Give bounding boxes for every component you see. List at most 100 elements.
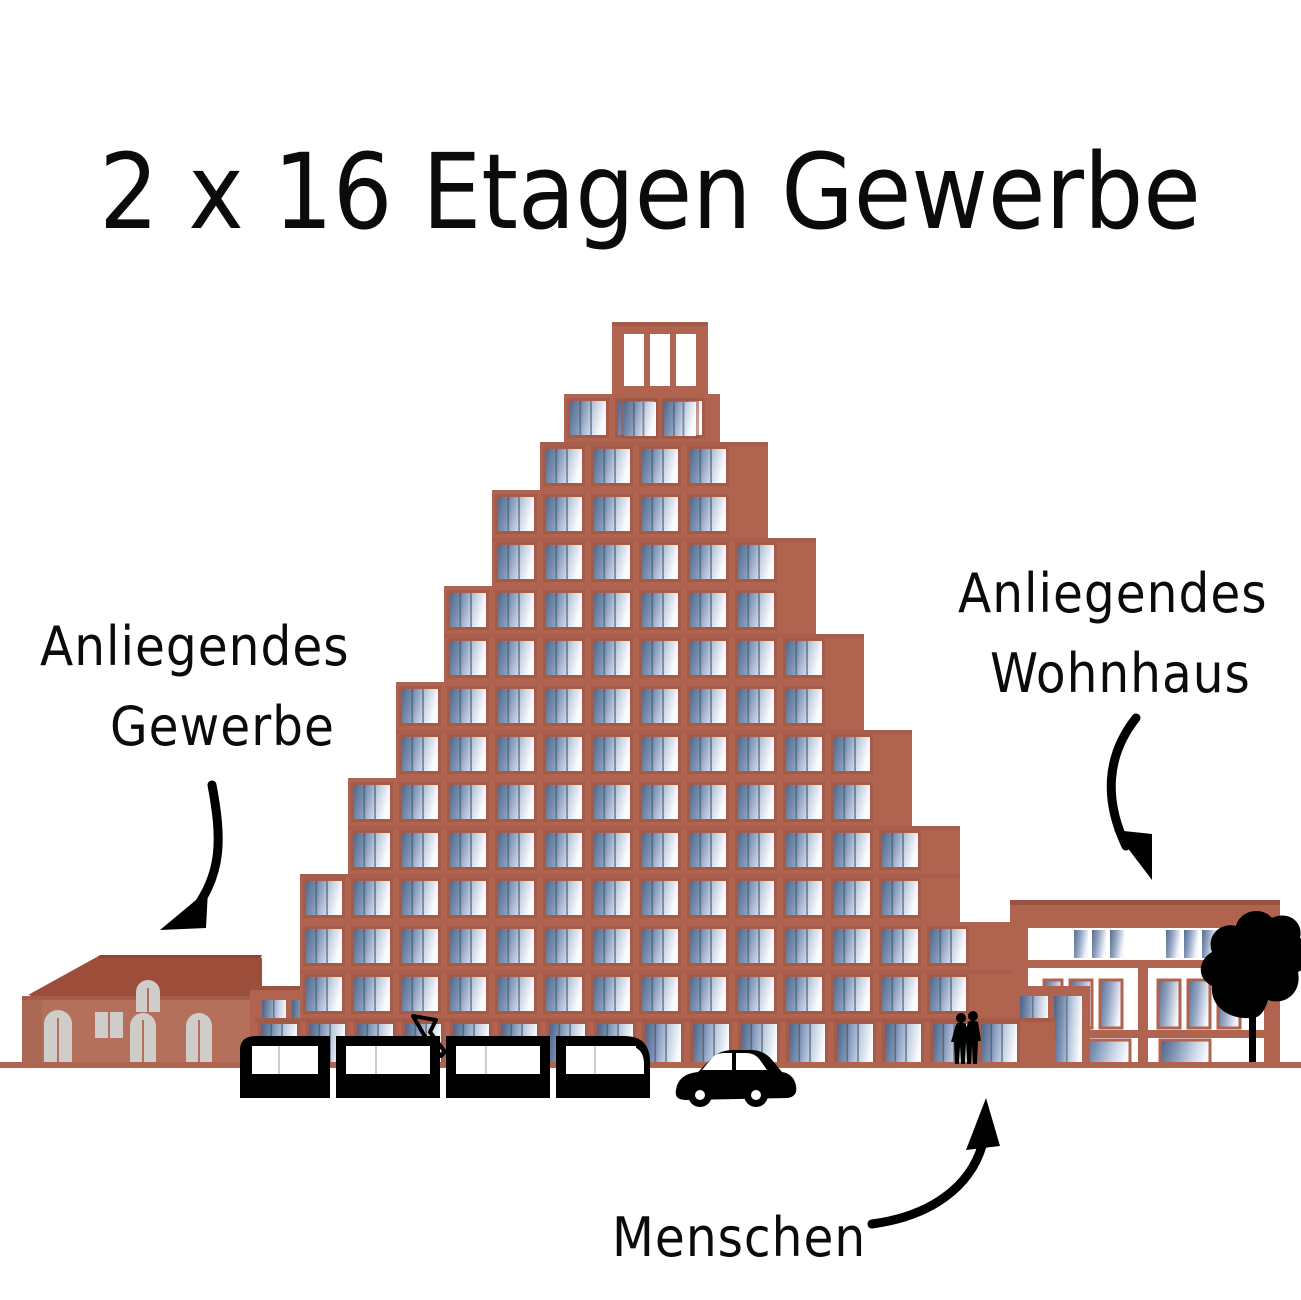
window-mullion bbox=[651, 497, 654, 531]
window-mullion bbox=[713, 1024, 715, 1064]
window-mullion bbox=[470, 593, 472, 627]
tower-window bbox=[690, 497, 726, 531]
window-mullion bbox=[518, 593, 520, 627]
window-mullion bbox=[758, 977, 760, 1011]
window-mullion bbox=[710, 449, 712, 483]
tower-window bbox=[738, 545, 774, 579]
window-mullion bbox=[603, 977, 606, 1011]
window-mullion bbox=[555, 497, 558, 531]
stepped-tower-gewerbe bbox=[255, 322, 1055, 1067]
window-mullion bbox=[459, 641, 462, 675]
tower-window bbox=[690, 833, 726, 867]
window-mullion bbox=[747, 833, 750, 867]
window-mullion bbox=[942, 1024, 945, 1064]
tower-window bbox=[450, 689, 486, 723]
window-mullion bbox=[518, 785, 520, 819]
window-mullion bbox=[459, 833, 462, 867]
window-mullion bbox=[747, 737, 750, 771]
tower-window bbox=[642, 785, 678, 819]
window-mullion bbox=[699, 545, 702, 579]
tower-window bbox=[690, 881, 726, 915]
window-mullion bbox=[411, 881, 414, 915]
window-mullion bbox=[459, 593, 462, 627]
window-mullion bbox=[651, 689, 654, 723]
window-mullion bbox=[758, 833, 760, 867]
window-mullion bbox=[854, 977, 856, 1011]
window-mullion bbox=[902, 929, 904, 963]
tower-window bbox=[402, 785, 438, 819]
tower-window bbox=[402, 833, 438, 867]
tower-window bbox=[354, 929, 390, 963]
tower-window bbox=[837, 1024, 873, 1064]
window-mullion bbox=[518, 929, 520, 963]
window-mullion bbox=[846, 1024, 849, 1064]
window-mullion bbox=[651, 785, 654, 819]
window-mullion bbox=[665, 1024, 667, 1064]
window-mullion bbox=[603, 641, 606, 675]
window-mullion bbox=[470, 929, 472, 963]
tower-window bbox=[402, 881, 438, 915]
window-mullion bbox=[507, 833, 510, 867]
window-mullion bbox=[459, 689, 462, 723]
annotation-menschen: Menschen bbox=[612, 1098, 1000, 1269]
window-mullion bbox=[795, 689, 798, 723]
tower-window bbox=[642, 689, 678, 723]
window-mullion bbox=[747, 641, 750, 675]
window-mullion bbox=[902, 881, 904, 915]
tower-window bbox=[981, 1024, 1017, 1064]
window-mullion bbox=[470, 977, 472, 1011]
tower-window bbox=[306, 881, 342, 915]
window-mullion bbox=[843, 833, 846, 867]
tower-window bbox=[786, 785, 822, 819]
tower-window bbox=[402, 929, 438, 963]
window-mullion bbox=[699, 929, 702, 963]
window-mullion bbox=[411, 737, 414, 771]
window-mullion bbox=[566, 689, 568, 723]
window-mullion bbox=[555, 449, 558, 483]
window-mullion bbox=[411, 929, 414, 963]
tower-window bbox=[690, 929, 726, 963]
window-mullion bbox=[507, 929, 510, 963]
window-mullion bbox=[470, 833, 472, 867]
window-mullion bbox=[806, 641, 808, 675]
tower-window bbox=[738, 833, 774, 867]
window-mullion bbox=[854, 881, 856, 915]
window-mullion bbox=[651, 449, 654, 483]
annotation-left-line1: Anliegendes bbox=[40, 615, 350, 678]
window-mullion bbox=[662, 785, 664, 819]
tower-window bbox=[498, 689, 534, 723]
window-mullion bbox=[470, 881, 472, 915]
window-mullion bbox=[795, 737, 798, 771]
tower-window bbox=[834, 881, 870, 915]
window-mullion bbox=[758, 929, 760, 963]
window-mullion bbox=[662, 689, 664, 723]
tower-window bbox=[834, 833, 870, 867]
tower-window bbox=[834, 737, 870, 771]
window-mullion bbox=[699, 449, 702, 483]
tower-window bbox=[738, 593, 774, 627]
tower-window bbox=[930, 929, 966, 963]
window-mullion bbox=[363, 833, 366, 867]
window-mullion bbox=[795, 641, 798, 675]
window-mullion bbox=[507, 497, 510, 531]
window-mullion bbox=[651, 977, 654, 1011]
window-mullion bbox=[682, 402, 685, 436]
tower-window bbox=[594, 449, 630, 483]
window-mullion bbox=[507, 881, 510, 915]
window-mullion bbox=[507, 689, 510, 723]
tower-window bbox=[786, 881, 822, 915]
window-mullion bbox=[363, 929, 366, 963]
tower-window bbox=[642, 833, 678, 867]
tower-window bbox=[546, 785, 582, 819]
window-mullion bbox=[603, 689, 606, 723]
window-mullion bbox=[603, 497, 606, 531]
window-mullion bbox=[507, 545, 510, 579]
window-mullion bbox=[795, 977, 798, 1011]
tower-window bbox=[594, 641, 630, 675]
window-mullion bbox=[747, 881, 750, 915]
window-mullion bbox=[518, 641, 520, 675]
tower-window bbox=[546, 545, 582, 579]
ground-line bbox=[0, 1062, 1301, 1068]
window-mullion bbox=[555, 737, 558, 771]
tower-window bbox=[885, 1024, 921, 1064]
